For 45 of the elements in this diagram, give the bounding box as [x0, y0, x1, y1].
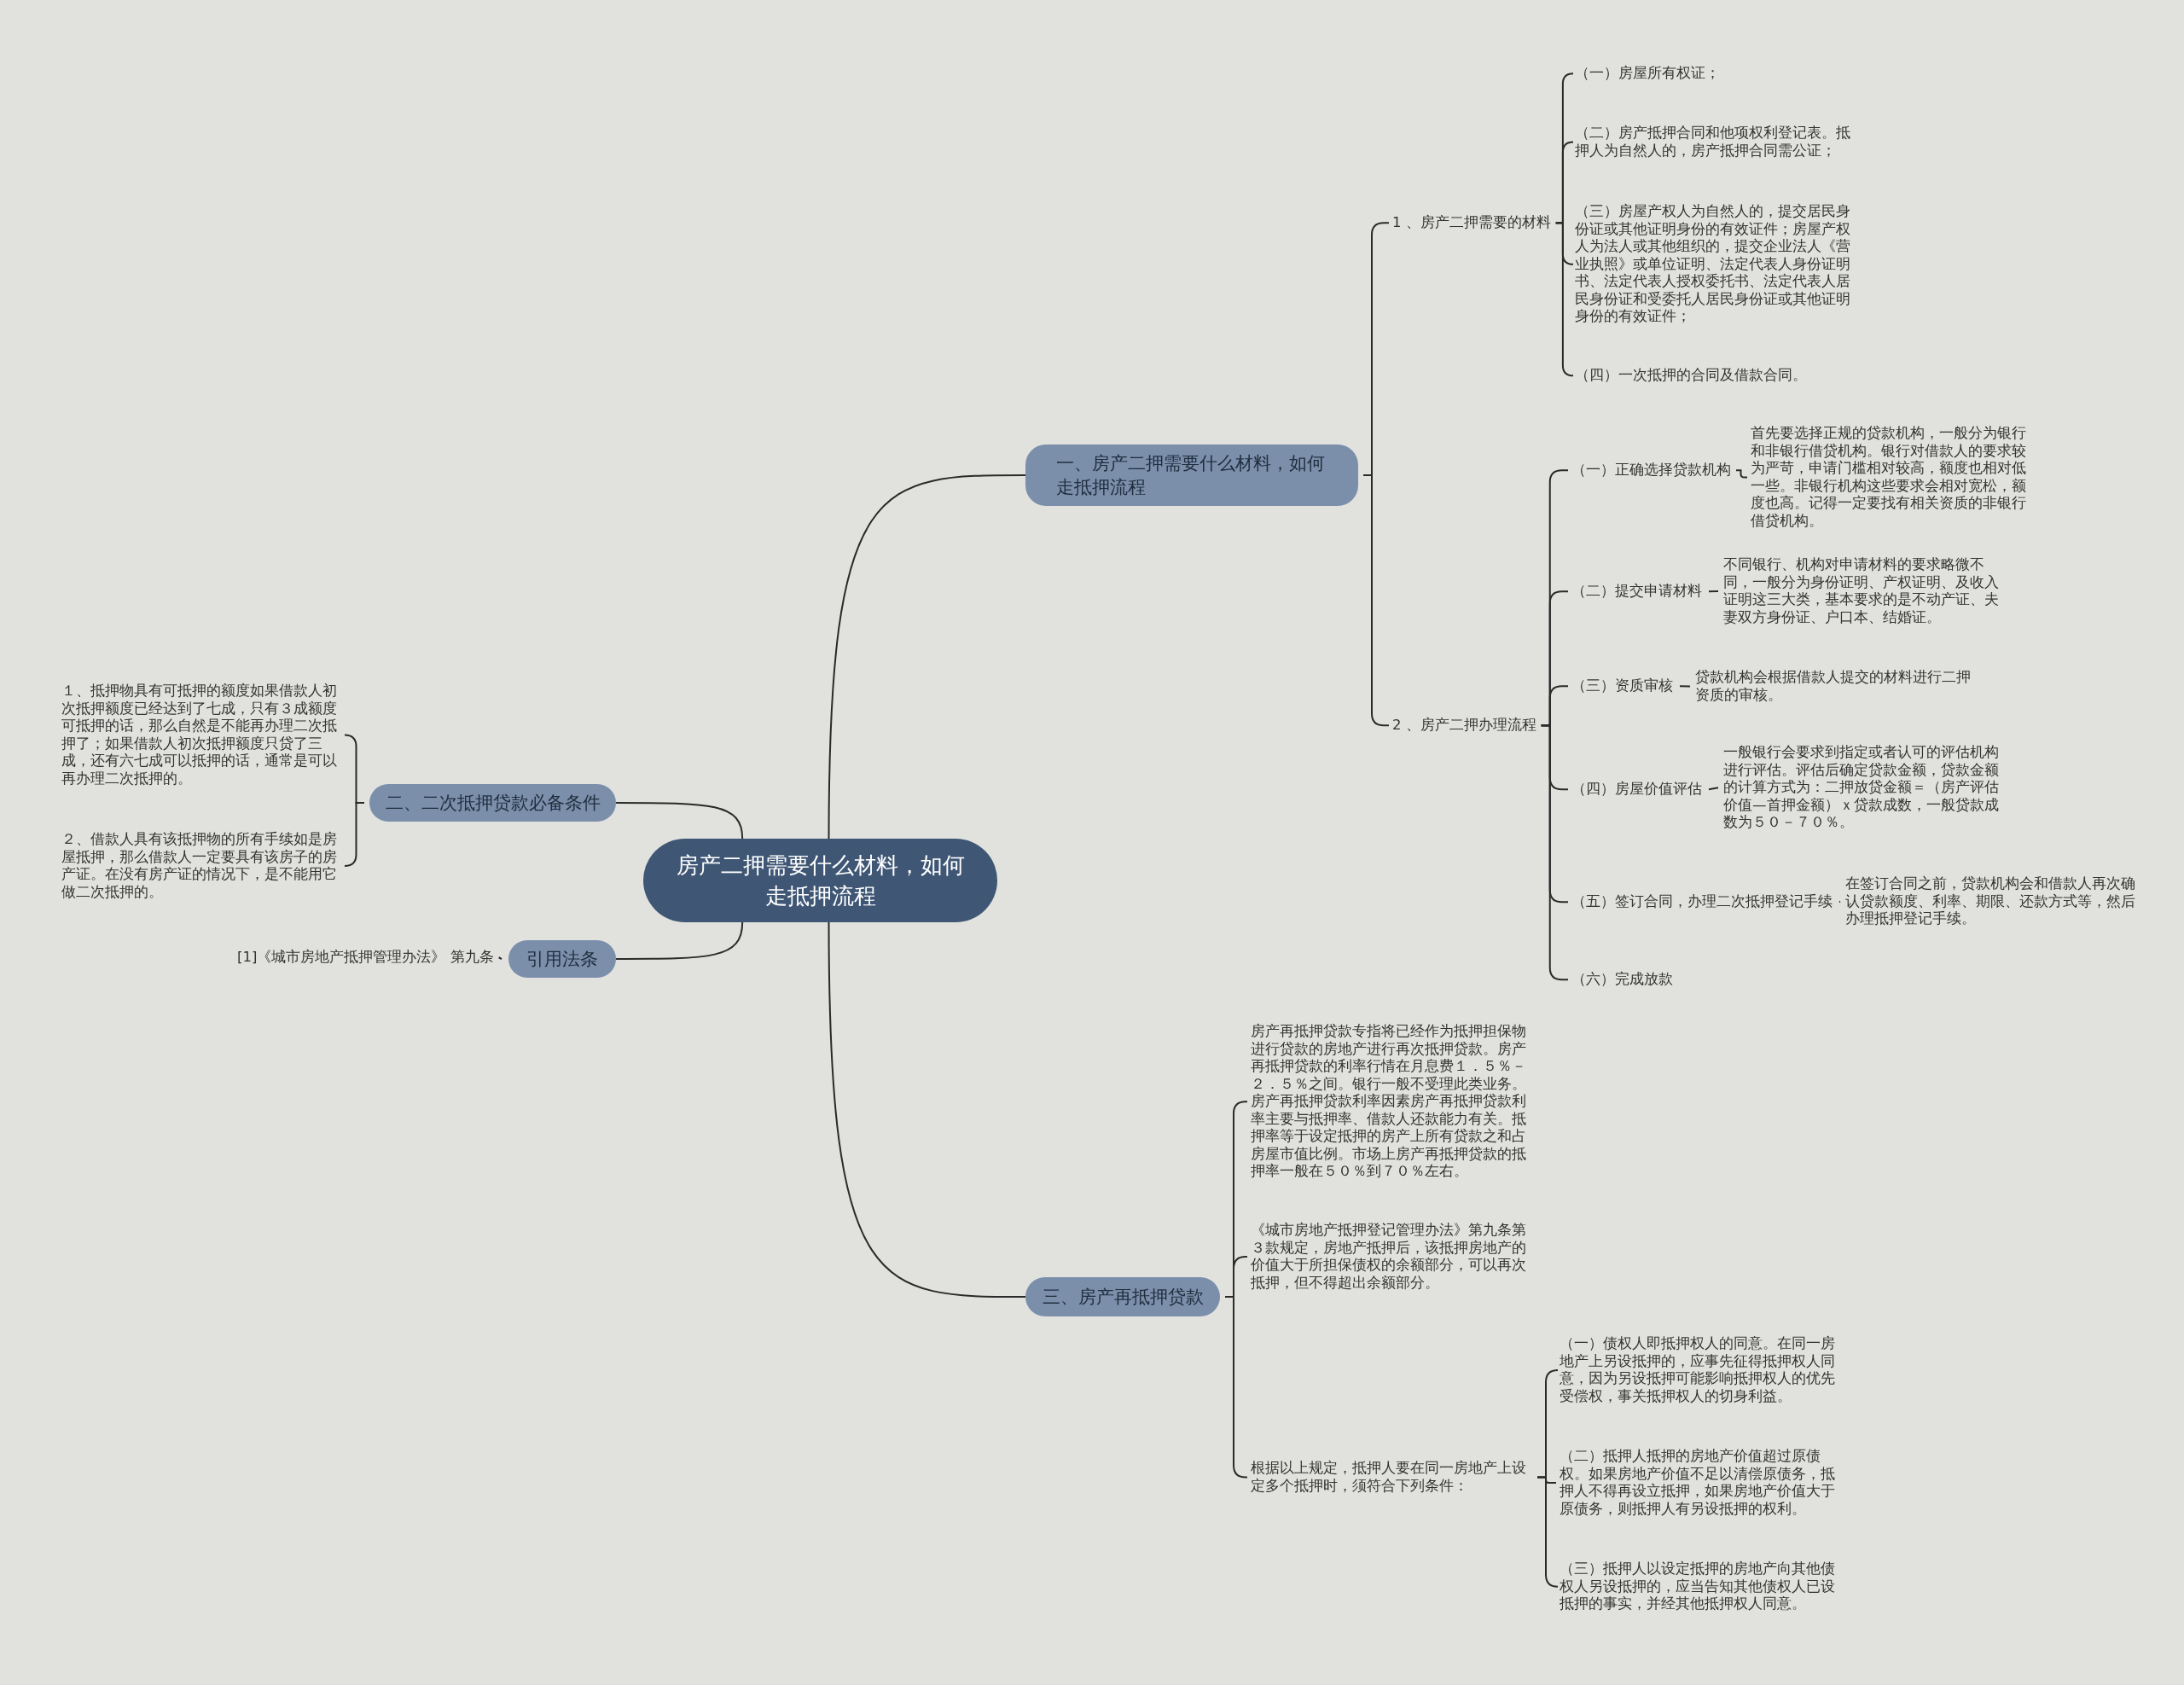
topic-text: 《城市房地产抵押登记管理办法》第九条第３款规定，房地产抵押后，该抵押房地产的价值大于所担保债权的余额部分，可以再次抵押，但不得超出余额部分。 [1251, 1222, 1532, 1292]
connector-line [497, 956, 502, 960]
topic-text: 房产再抵押贷款专指将已经作为抵押担保物进行贷款的房地产进行再次抵押贷款。房产再抵押贷款的利率行情在月息费１．５％－２．５％之间。银行一般不受理此类业务。房产再抵押贷款利率因素房产再抵押贷款利率主要与抵押率、借款人还款能力有关。抵押率等于设定抵押的房产上所有贷款之和占房屋市值比例。市场上房产再抵押贷款的抵押率一般在５０％到７０％左右。 [1251, 1023, 1532, 1181]
connector-line [828, 921, 1026, 1298]
connector-line [615, 802, 744, 840]
topic-text: 一般银行会要求到指定或者认可的评估机构进行评估。评估后确定贷款金额，贷款金额的计算方式为：二押放贷金额＝（房产评估价值—首押金额）ｘ贷款成数，一般贷款成数为５０－７０％。 [1723, 744, 2005, 832]
topic-text: （四）房屋价值评估 [1571, 781, 1702, 799]
connector-line [1708, 787, 1719, 791]
connector-line [1554, 222, 1574, 377]
connector-line [1679, 685, 1691, 688]
branch-topic: 引用法条 [508, 940, 616, 978]
connector-line [1838, 900, 1841, 904]
topic-text: （二）房产抵押合同和他项权利登记表。抵押人为自然人的，房产抵押合同需公证； [1575, 125, 1856, 160]
topic-text: （二）提交申请材料 [1571, 583, 1702, 601]
topic-text: （三）资质审核 [1571, 677, 1673, 695]
branch-topic: 一、房产二押需要什么材料，如何走抵押流程 [1025, 444, 1358, 506]
topic-text: 根据以上规定，抵押人要在同一房地产上设定多个抵押时，须符合下列条件： [1251, 1460, 1532, 1495]
connector-line [1536, 1476, 1559, 1588]
topic-text: 不同银行、机构对申请材料的要求略微不同，一般分为身份证明、产权证明、及收入证明这三大类，基本要求的是不动产证、夫妻双方身份证、户口本、结婚证。 [1723, 556, 2005, 626]
topic-text: 首先要选择正规的贷款机构，一般分为银行和非银行借贷机构。银行对借款人的要求较为严苛，申请门槛相对较高，额度也相对低一些。非银行机构这些要求会相对宽松，额度也高。记得一定要找有相关资质的非银行借贷机构。 [1751, 425, 2032, 530]
topic-text: （六）完成放款 [1571, 971, 1673, 989]
topic-text: ２、借款人具有该抵押物的所有手续如是房屋抵押，那么借款人一定要具有该房子的房产证。在没有房产证的情况下，是不能用它做二次抵押的。 [61, 831, 343, 901]
topic-text: （四）一次抵押的合同及借款合同。 [1575, 367, 1807, 385]
topic-text: 贷款机构会根据借款人提交的材料进行二押资质的审核。 [1695, 669, 1977, 704]
topic-text: 2 、房产二押办理流程 [1392, 717, 1536, 735]
connector-line [828, 474, 1026, 840]
topic-text: （二）抵押人抵押的房地产价值超过原债权。如果房地产价值不足以清偿原债务，抵押人不得再设立抵押，如果房地产价值大于原债务，则抵押人有另设抵押的权利。 [1560, 1448, 1841, 1518]
topic-text: （一）正确选择贷款机构 [1571, 462, 1731, 479]
topic-text: 1 、房产二押需要的材料 [1392, 214, 1551, 232]
branch-topic: 二、二次抵押贷款必备条件 [369, 784, 616, 822]
connector-line [1708, 590, 1719, 593]
connector-line [1735, 469, 1748, 479]
topic-text: （一）房屋所有权证； [1575, 65, 1856, 83]
topic-text: （一）债权人即抵押权人的同意。在同一房地产上另设抵押的，应事先征得抵押权人同意，因为另设抵押可能影响抵押权人的优先受偿权，事关抵押权人的切身利益。 [1560, 1335, 1841, 1405]
topic-text: （三）抵押人以设定抵押的房地产向其他债权人另设抵押的，应当告知其他债权人已设抵押的事实，并经其他抵押权人同意。 [1560, 1560, 1841, 1613]
connector-line [344, 802, 365, 867]
connector-line [1224, 1296, 1248, 1479]
topic-text: 在签订合同之前，贷款机构会和借款人再次确认贷款额度、利率、期限、还款方式等，然后办理抵押登记手续。 [1845, 875, 2135, 928]
branch-topic: 三、房产再抵押贷款 [1025, 1277, 1220, 1316]
topic-text: （三）房屋产权人为自然人的，提交居民身份证或其他证明身份的有效证件；房屋产权人为法人或其他组织的，提交企业法人《营业执照》或单位证明、法定代表人身份证明书、法定代表人授权委托书、法定代表人居民身份证和受委托人居民身份证或其他证明身份的有效证件； [1575, 203, 1856, 326]
topic-text: １、抵押物具有可抵押的额度如果借款人初次抵押额度已经达到了七成，只有３成额度可抵押的话，那么自然是不能再办理二次抵押了；如果借款人初次抵押额度只贷了三成，还有六七成可以抵押的话，通常是可以再办理二次抵押的。 [61, 683, 343, 787]
connector-line [615, 921, 744, 960]
topic-text: [1]《城市房地产抵押管理办法》 第九条 [237, 949, 494, 967]
central-topic: 房产二押需要什么材料，如何走抵押流程 [643, 839, 997, 922]
topic-text: （五）签订合同，办理二次抵押登记手续 [1571, 893, 1833, 911]
